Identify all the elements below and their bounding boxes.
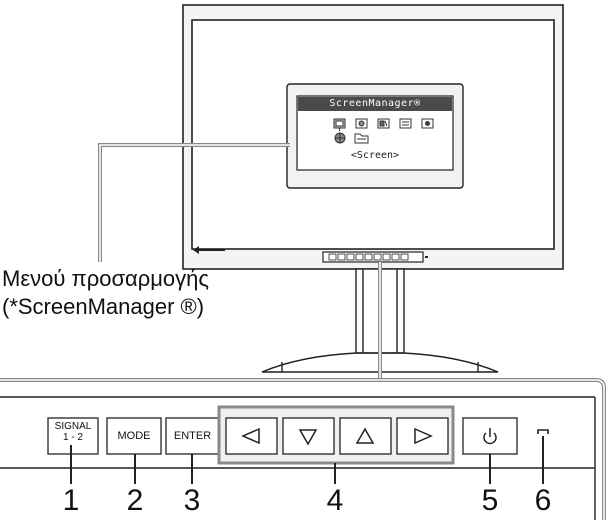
number-5: 5 [481, 484, 499, 517]
osd-callout-leader-inner [99, 144, 290, 262]
information-icon [421, 118, 434, 129]
signal-button-line2: 1 - 2 [62, 431, 83, 443]
others-icon [399, 118, 412, 129]
power-indicator-icon [537, 429, 549, 434]
number-2: 2 [126, 484, 144, 517]
callout-line-1: Μενού προσαρμογής [2, 266, 210, 291]
monitor-button-strip [322, 251, 428, 263]
up-arrow-icon [355, 427, 375, 444]
osd-title: ScreenManager® [298, 97, 452, 111]
left-arrow-icon [241, 427, 260, 445]
signal-button-line1: SIGNAL [54, 421, 92, 432]
callout-line-2: (*ScreenManager ®) [2, 294, 205, 319]
number-4: 4 [326, 484, 344, 517]
monitor-bezel [182, 4, 564, 270]
panel-buttons [47, 405, 518, 465]
number-3: 3 [183, 484, 201, 517]
number-1: 1 [62, 484, 80, 517]
number-6: 6 [534, 484, 552, 517]
osd-icon-row [333, 118, 434, 144]
arrow-glyphs [241, 427, 433, 446]
number-leaders [70, 436, 544, 484]
bezel-logo-mark [193, 246, 225, 254]
osd-subtitle: <Screen> [350, 150, 400, 161]
down-arrow-icon [298, 429, 318, 446]
language-icon [334, 132, 346, 144]
mode-button[interactable]: MODE [117, 430, 151, 442]
folder-icon [354, 133, 369, 144]
enter-button[interactable]: ENTER [173, 430, 212, 442]
power-icon [483, 428, 497, 445]
signal-button-label[interactable]: SIGNAL 1 - 2 [48, 421, 98, 443]
screen-icon [333, 118, 346, 131]
right-arrow-icon [414, 427, 433, 445]
power-manager-icon [377, 118, 390, 129]
control-panel-zoom [0, 378, 606, 520]
color-icon [355, 118, 368, 129]
